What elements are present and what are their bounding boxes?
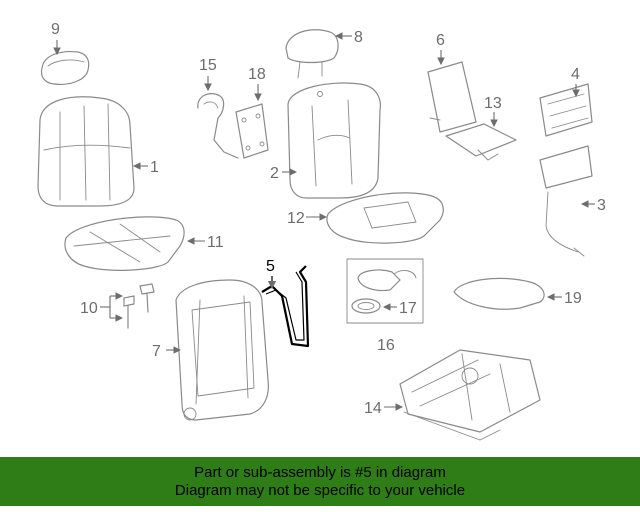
seat-back-wire-highlighted — [261, 265, 310, 348]
callout-4: 4 — [571, 66, 580, 83]
seat-cushion-cover — [64, 216, 185, 271]
headrest — [285, 29, 339, 79]
heater-mat — [445, 123, 517, 161]
wiring-harness — [539, 145, 593, 257]
callout-15: 15 — [199, 57, 217, 74]
headrest-small — [40, 50, 90, 85]
banner-line-1: Part or sub-assembly is #5 in diagram — [194, 463, 446, 481]
parts-diagram: 9 1 11 10 7 15 — [37, 21, 606, 441]
seat-back-cover — [37, 96, 135, 207]
callout-3: 3 — [597, 197, 606, 214]
callout-19: 19 — [564, 290, 582, 307]
bolts — [123, 283, 155, 329]
callout-10: 10 — [80, 300, 98, 317]
seat-back-pad — [287, 82, 381, 199]
callout-17: 17 — [399, 300, 417, 317]
lumbar-module — [539, 83, 593, 137]
headrest-guide-bracket — [197, 93, 239, 159]
callout-8: 8 — [354, 29, 363, 46]
callout-7: 7 — [152, 343, 161, 360]
callout-5: 5 — [266, 258, 275, 275]
cushion-insert — [453, 277, 545, 310]
callout-11: 11 — [207, 234, 224, 251]
seat-track-assembly — [399, 349, 541, 441]
seat-cushion-pad — [326, 192, 444, 244]
kit-box — [346, 258, 424, 324]
callout-16: 16 — [377, 337, 395, 354]
callout-14: 14 — [364, 400, 382, 417]
seat-back-frame — [175, 279, 269, 421]
callout-6: 6 — [436, 32, 445, 49]
callout-12: 12 — [287, 210, 305, 227]
callout-13: 13 — [484, 95, 502, 112]
callout-1: 1 — [150, 159, 159, 176]
callout-9: 9 — [51, 21, 60, 38]
info-banner: Part or sub-assembly is #5 in diagram Di… — [0, 457, 640, 506]
lumbar-plate — [235, 103, 269, 159]
callout-2: 2 — [270, 165, 279, 182]
back-panel — [427, 61, 477, 133]
banner-line-2: Diagram may not be specific to your vehi… — [174, 481, 466, 499]
callout-18: 18 — [248, 66, 266, 83]
